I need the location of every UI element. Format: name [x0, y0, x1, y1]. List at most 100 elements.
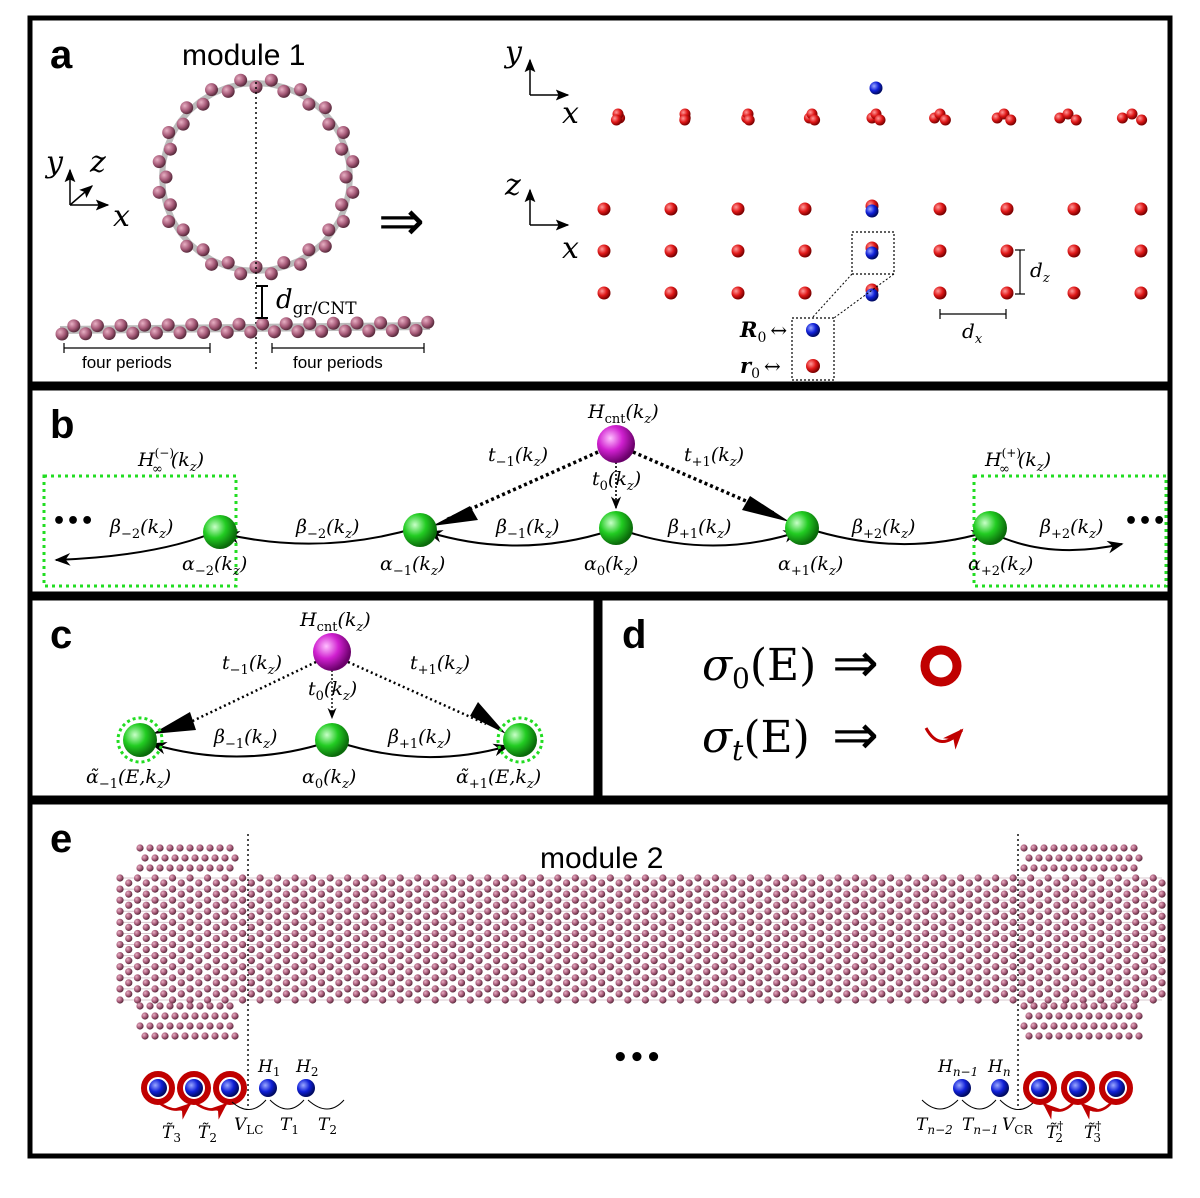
carbon-atom — [291, 996, 299, 1004]
carbon-atom — [895, 968, 903, 976]
carbon-atom — [878, 923, 886, 931]
carbon-atom — [186, 940, 194, 949]
carbon-atom — [606, 896, 614, 904]
carbon-atom — [1030, 1022, 1038, 1030]
carbon-atom — [650, 879, 658, 887]
carbon-atom — [676, 907, 685, 915]
carbon-atom — [136, 864, 144, 872]
carbon-atom — [142, 979, 150, 987]
carbon-atom — [1105, 912, 1114, 920]
carbon-atom — [151, 896, 159, 904]
carbon-atom — [773, 934, 781, 943]
carbon-atom — [457, 990, 466, 998]
node-alpha-0-c — [315, 723, 349, 757]
carbon-atom — [1079, 996, 1087, 1004]
carbon-atom — [405, 879, 413, 887]
carbon-atom — [422, 968, 431, 976]
carbon-atom — [816, 940, 825, 949]
alpha-p1-label-b: α+1(kz) — [778, 553, 843, 579]
carbon-atom — [633, 945, 641, 954]
carbon-atom — [1035, 945, 1044, 954]
carbon-atom — [589, 952, 597, 960]
carbon-atom — [1080, 1002, 1088, 1010]
carbon-atom — [370, 923, 378, 931]
carbon-atom — [948, 934, 956, 943]
carbon-atom — [244, 325, 258, 339]
svg-text:x: x — [562, 231, 579, 266]
carbon-atom — [206, 1002, 214, 1010]
carbon-atom — [501, 918, 509, 926]
carbon-atom — [379, 996, 387, 1004]
carbon-atom — [1079, 963, 1087, 971]
carbon-atom — [161, 854, 169, 862]
carbon-atom — [274, 896, 282, 904]
carbon-atom — [851, 985, 860, 993]
carbon-atom — [322, 117, 336, 131]
carbon-atom — [226, 1022, 234, 1030]
carbon-atom — [431, 940, 439, 949]
carbon-atom — [133, 929, 142, 938]
carbon-atom — [195, 945, 203, 954]
panel-label-c: c — [50, 613, 72, 657]
beta-p2-right-curve — [993, 533, 1124, 554]
carbon-atom — [142, 912, 150, 920]
carbon-atom — [1120, 844, 1128, 852]
carbon-atom — [335, 879, 343, 887]
carbon-atom — [335, 968, 343, 976]
carbon-atom — [948, 990, 956, 998]
carbon-atom — [256, 317, 270, 331]
nanotube-ring — [152, 73, 360, 281]
carbon-atom — [221, 854, 229, 862]
carbon-atom — [457, 879, 466, 887]
carbon-atom — [1053, 890, 1061, 898]
carbon-atom — [1114, 896, 1122, 904]
carbon-atom — [519, 952, 527, 960]
carbon-atom — [571, 885, 579, 893]
carbon-atom — [151, 1012, 159, 1020]
carbon-atom — [921, 940, 930, 949]
carbon-atom — [703, 912, 711, 920]
carbon-atom — [878, 990, 886, 998]
carbon-atom — [729, 952, 737, 960]
carbon-atom — [764, 952, 772, 960]
carbon-atom — [501, 996, 509, 1004]
carbon-atom — [309, 929, 317, 938]
carbon-atom — [168, 885, 177, 893]
carbon-atom — [133, 896, 142, 904]
red-atom — [809, 114, 821, 126]
carbon-atom — [1062, 940, 1070, 949]
carbon-atom — [1070, 945, 1079, 954]
carbon-atom — [160, 945, 168, 954]
carbon-atom — [650, 979, 658, 987]
right-graphene-stub — [1020, 844, 1143, 1040]
carbon-atom — [781, 952, 790, 960]
carbon-atom — [180, 239, 194, 253]
carbon-atom — [676, 918, 685, 926]
panel-e-frame — [27, 799, 1173, 1159]
carbon-atom — [317, 890, 325, 898]
carbon-atom — [125, 957, 133, 965]
carbon-atom — [904, 896, 912, 904]
carbon-atom — [1125, 854, 1133, 862]
carbon-atom — [886, 996, 895, 1004]
carbon-atom — [1053, 957, 1061, 965]
carbon-atom — [1140, 912, 1149, 920]
carbon-atom — [1088, 923, 1096, 931]
carbon-atom — [895, 945, 903, 954]
carbon-atom — [773, 923, 781, 931]
carbon-atom — [277, 84, 291, 98]
carbon-atom — [230, 923, 238, 931]
carbon-atom — [484, 885, 492, 893]
carbon-atom — [396, 885, 404, 893]
carbon-atom — [177, 968, 185, 976]
carbon-atom — [650, 923, 658, 931]
carbon-atom — [186, 952, 194, 960]
carbon-atom — [878, 945, 886, 954]
carbon-atom — [808, 990, 816, 998]
carbon-atom — [166, 844, 174, 852]
carbon-atom — [422, 957, 431, 965]
carbon-atom — [168, 952, 177, 960]
carbon-atom — [326, 874, 334, 882]
carbon-atom — [267, 325, 281, 339]
carbon-atom — [422, 890, 431, 898]
